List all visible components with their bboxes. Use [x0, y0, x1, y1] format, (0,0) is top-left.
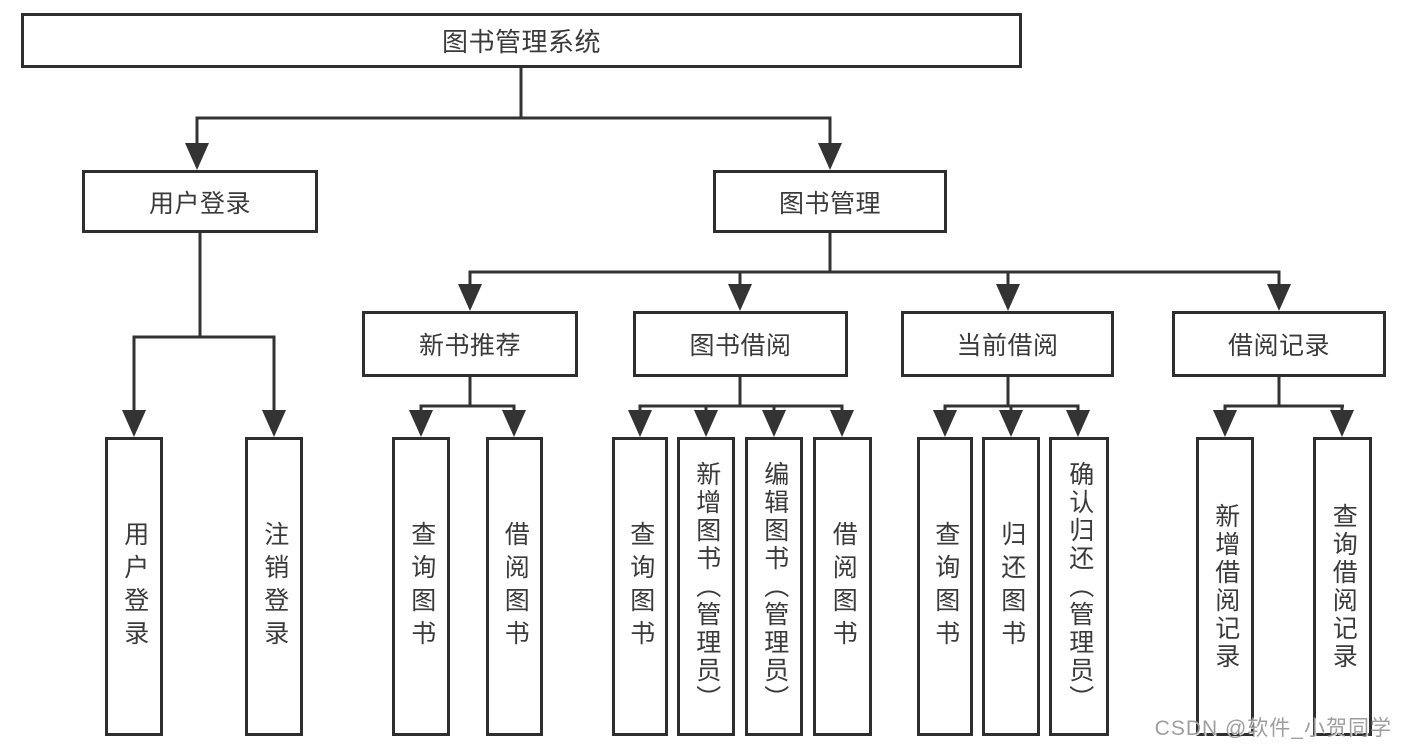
node-book-management: 图书管理 [713, 170, 947, 233]
node-book-borrowing-label: 图书借阅 [689, 332, 792, 360]
node-user-login: 用户登录 [82, 170, 318, 233]
leaf-bb-add-books-admin: 新增图书（管理员） [677, 437, 735, 736]
leaf-cb-confirm-return-admin: 确认归还（管理员） [1049, 437, 1109, 736]
leaf-cb-confirm-return-admin-label: 确认归还（管理员） [1065, 460, 1094, 713]
leaf-cb-query-books-label: 查询图书 [931, 520, 960, 653]
node-user-login-label: 用户登录 [148, 189, 251, 218]
leaf-cb-return-books: 归还图书 [982, 437, 1040, 736]
leaf-br-query-record: 查询借阅记录 [1313, 437, 1372, 736]
node-current-borrowing-label: 当前借阅 [956, 332, 1059, 360]
node-current-borrowing: 当前借阅 [901, 311, 1114, 377]
leaf-br-add-record: 新增借阅记录 [1196, 437, 1254, 736]
leaf-nb-query-books-label: 查询图书 [407, 520, 436, 653]
node-new-book-recommend: 新书推荐 [362, 311, 578, 377]
csdn-watermark: CSDN @软件_小贺同学 [1154, 717, 1392, 740]
node-root: 图书管理系统 [21, 13, 1022, 68]
leaf-bb-edit-books-admin-label: 编辑图书（管理员） [760, 460, 789, 713]
leaf-logout-label: 注销登录 [260, 520, 289, 653]
leaf-bb-query-books-label: 查询图书 [626, 520, 655, 653]
leaf-user-login: 用户登录 [105, 437, 163, 736]
node-borrowing-records-label: 借阅记录 [1227, 332, 1330, 360]
leaf-nb-query-books: 查询图书 [392, 437, 450, 736]
leaf-user-login-label: 用户登录 [120, 520, 149, 653]
leaf-nb-borrow-books: 借阅图书 [486, 437, 543, 736]
leaf-bb-borrow-books-label: 借阅图书 [829, 520, 858, 653]
leaf-bb-edit-books-admin: 编辑图书（管理员） [745, 437, 803, 736]
leaf-br-query-record-label: 查询借阅记录 [1329, 502, 1358, 671]
leaf-logout: 注销登录 [245, 437, 303, 736]
leaf-br-add-record-label: 新增借阅记录 [1211, 502, 1240, 671]
node-book-management-label: 图书管理 [778, 189, 881, 218]
node-borrowing-records: 借阅记录 [1172, 311, 1386, 377]
leaf-nb-borrow-books-label: 借阅图书 [501, 520, 530, 653]
leaf-cb-query-books: 查询图书 [917, 437, 973, 736]
node-new-book-recommend-label: 新书推荐 [418, 332, 521, 360]
leaf-cb-return-books-label: 归还图书 [997, 520, 1026, 653]
leaf-bb-query-books: 查询图书 [612, 437, 668, 736]
leaf-bb-borrow-books: 借阅图书 [813, 437, 872, 736]
node-book-borrowing: 图书借阅 [633, 311, 848, 377]
leaf-bb-add-books-admin-label: 新增图书（管理员） [692, 460, 721, 713]
node-root-label: 图书管理系统 [441, 27, 601, 57]
